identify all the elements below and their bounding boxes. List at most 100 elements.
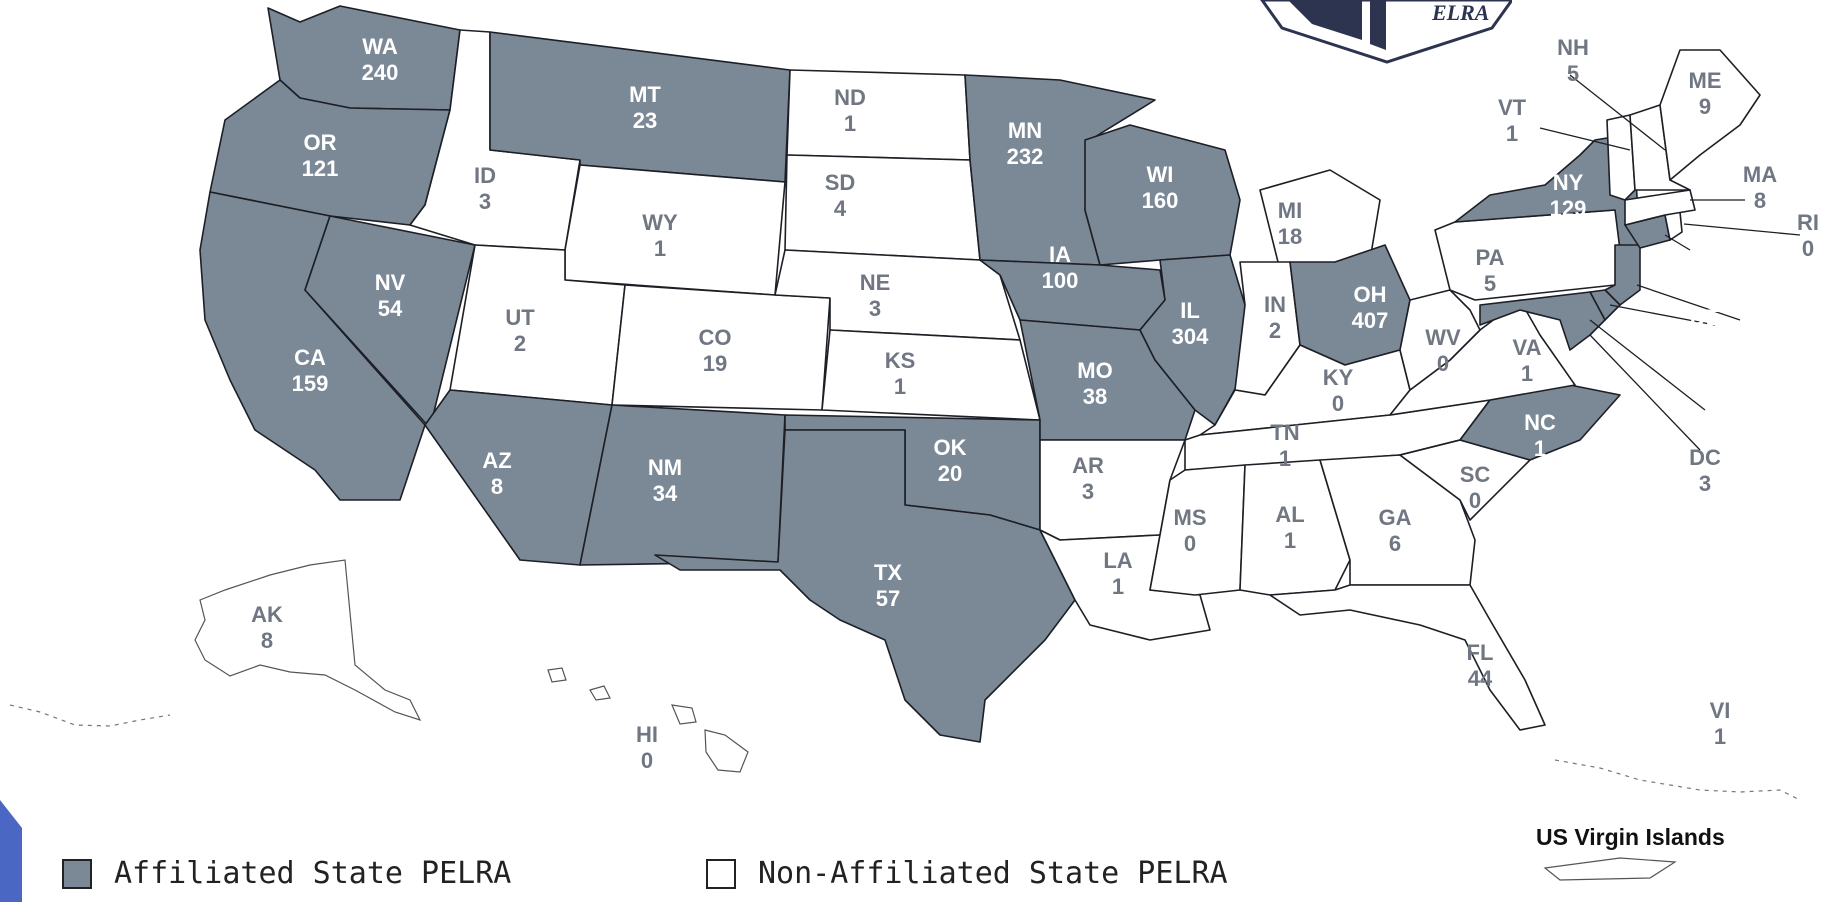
member-count: 52 (1748, 406, 1772, 431)
state-abbr: FL (1467, 640, 1494, 665)
state-abbr: VA (1513, 335, 1542, 360)
state-label-az: AZ8 (482, 448, 511, 499)
state-abbr: SD (825, 170, 856, 195)
member-count: 3 (869, 296, 881, 321)
accent-shape (0, 800, 22, 902)
member-count: 34 (653, 481, 678, 506)
state-abbr: WI (1147, 162, 1174, 187)
member-count: 2 (1269, 318, 1281, 343)
state-abbr: ME (1689, 68, 1722, 93)
state-label-va: VA1 (1513, 335, 1542, 386)
member-count: 304 (1172, 324, 1209, 349)
state-abbr: UT (505, 305, 535, 330)
state-pa (1434, 209, 1626, 301)
state-label-tn: TN1 (1270, 420, 1299, 471)
state-ks (821, 329, 1041, 421)
state-label-la: LA1 (1103, 548, 1132, 599)
state-md (1479, 291, 1606, 351)
member-count: 0 (1437, 351, 1449, 376)
state-abbr: OK (934, 435, 967, 460)
member-count: 1 (1521, 361, 1533, 386)
member-count: 240 (362, 60, 399, 85)
state-abbr: WY (642, 210, 678, 235)
state-abbr: PA (1476, 245, 1505, 270)
state-label-vt: VT1 (1498, 95, 1527, 146)
member-count: 39 (1693, 331, 1717, 356)
affiliated-swatch (62, 858, 92, 889)
territory-caption: US Virgin Islands (1536, 824, 1725, 850)
islands-layer (9, 559, 1801, 881)
state-abbr: MO (1077, 358, 1112, 383)
state-label-hi: HI0 (636, 722, 658, 773)
state-abbr: NV (375, 270, 406, 295)
member-count: 1 (1714, 724, 1726, 749)
state-abbr: CA (294, 345, 326, 370)
state-label-ky: KY0 (1323, 365, 1354, 416)
member-count: 18 (1278, 224, 1302, 249)
member-count: 5 (1484, 271, 1496, 296)
state-oh (1289, 244, 1411, 366)
member-count: 8 (1754, 188, 1766, 213)
state-label-me: ME9 (1689, 68, 1722, 119)
state-label-in: IN2 (1264, 292, 1286, 343)
state-sd (784, 154, 981, 261)
state-me (1659, 49, 1761, 181)
state-abbr: DC (1689, 445, 1721, 470)
pelra-logo: ELRA (1260, 0, 1512, 64)
state-abbr: KY (1323, 365, 1354, 390)
member-count: 232 (1007, 144, 1044, 169)
member-count: 160 (1142, 188, 1179, 213)
state-abbr: WV (1425, 325, 1461, 350)
leader-line (1569, 74, 1666, 151)
member-count: 44 (1468, 666, 1493, 691)
state-abbr: CT (1717, 240, 1747, 265)
state-label-ne: NE3 (860, 270, 891, 321)
state-abbr: GA (1379, 505, 1412, 530)
state-abbr: ID (474, 163, 496, 188)
state-abbr: IA (1049, 242, 1071, 267)
member-count: 3 (1082, 479, 1094, 504)
member-count: 23 (633, 108, 657, 133)
member-count: 1 (1112, 574, 1124, 599)
state-abbr: IN (1264, 292, 1286, 317)
member-count: 5 (1751, 326, 1763, 351)
member-count: 121 (302, 156, 339, 181)
leader-line (1589, 319, 1706, 411)
alaska (194, 559, 422, 722)
state-il (1139, 254, 1246, 426)
member-count: 5 (1567, 61, 1579, 86)
state-abbr: NC (1524, 410, 1556, 435)
leader-lines (1539, 74, 1801, 451)
state-abbr: VT (1498, 95, 1527, 120)
state-vt (1606, 114, 1636, 201)
legend-label-non-affiliated: Non-Affiliated State PELRA (758, 856, 1228, 891)
state-abbr: NJ (1743, 300, 1771, 325)
state-abbr: AZ (482, 448, 511, 473)
member-count: 1 (654, 236, 666, 261)
state-label-wv: WV0 (1425, 325, 1461, 376)
state-label-ar: AR3 (1072, 453, 1104, 504)
member-count: 2 (514, 331, 526, 356)
state-label-nc: NC1 (1524, 410, 1556, 461)
state-label-ak: AK8 (251, 602, 283, 653)
leader-line (1683, 223, 1801, 236)
state-abbr: OR (304, 130, 337, 155)
state-abbr: NM (648, 455, 682, 480)
aleutian-islands (9, 704, 171, 727)
member-count: 0 (641, 748, 653, 773)
state-abbr: VI (1710, 698, 1731, 723)
legend-label-affiliated: Affiliated State PELRA (114, 856, 512, 891)
hawaii-oahu (589, 685, 611, 701)
state-label-id: ID3 (474, 163, 496, 214)
state-abbr: DE (1690, 305, 1721, 330)
state-abbr: IL (1180, 298, 1200, 323)
state-label-ut: UT2 (505, 305, 535, 356)
